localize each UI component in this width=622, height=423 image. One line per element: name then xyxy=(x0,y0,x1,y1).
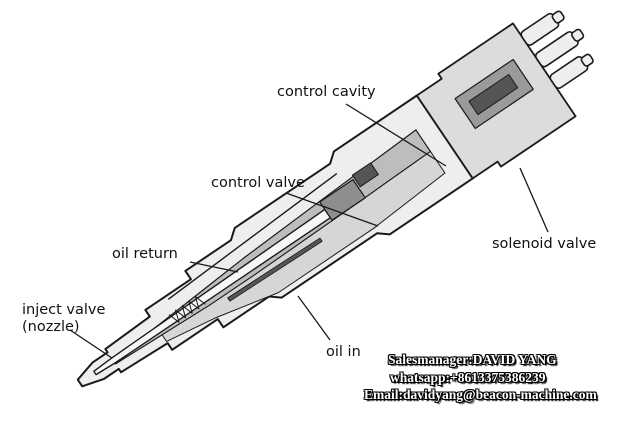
connector-pins xyxy=(520,10,594,89)
lower-section-shade xyxy=(161,150,446,342)
label-control-valve: control valve xyxy=(211,175,305,191)
leader-control-cavity xyxy=(345,103,447,167)
watermark-whatsapp: whatsapp:+8613375386239 xyxy=(390,370,546,385)
label-oil-in: oil in xyxy=(326,344,361,360)
watermark-email: Email:davidyang@beacon-machine.com xyxy=(364,387,597,402)
leader-oil-in xyxy=(297,295,331,341)
leader-solenoid-valve xyxy=(519,167,549,233)
watermark-salesmanager: Salesmanager:DAVID YANG xyxy=(388,352,557,367)
oil-return-channel xyxy=(167,173,338,300)
leader-inject-valve xyxy=(69,329,113,359)
label-control-cavity: control cavity xyxy=(277,84,376,100)
control-cavity-body xyxy=(351,162,379,188)
label-inject-valve: inject valve xyxy=(22,302,106,318)
leader-control-valve xyxy=(285,192,379,227)
label-nozzle: (nozzle) xyxy=(22,319,80,335)
needle xyxy=(93,208,332,376)
control-valve-body xyxy=(319,179,366,221)
leader-oil-return xyxy=(189,261,239,273)
label-oil-return: oil return xyxy=(112,246,178,262)
solenoid-core xyxy=(468,73,519,116)
nozzle-spring xyxy=(168,296,206,323)
oil-in-passage xyxy=(227,237,323,302)
label-solenoid-valve: solenoid valve xyxy=(492,236,597,252)
